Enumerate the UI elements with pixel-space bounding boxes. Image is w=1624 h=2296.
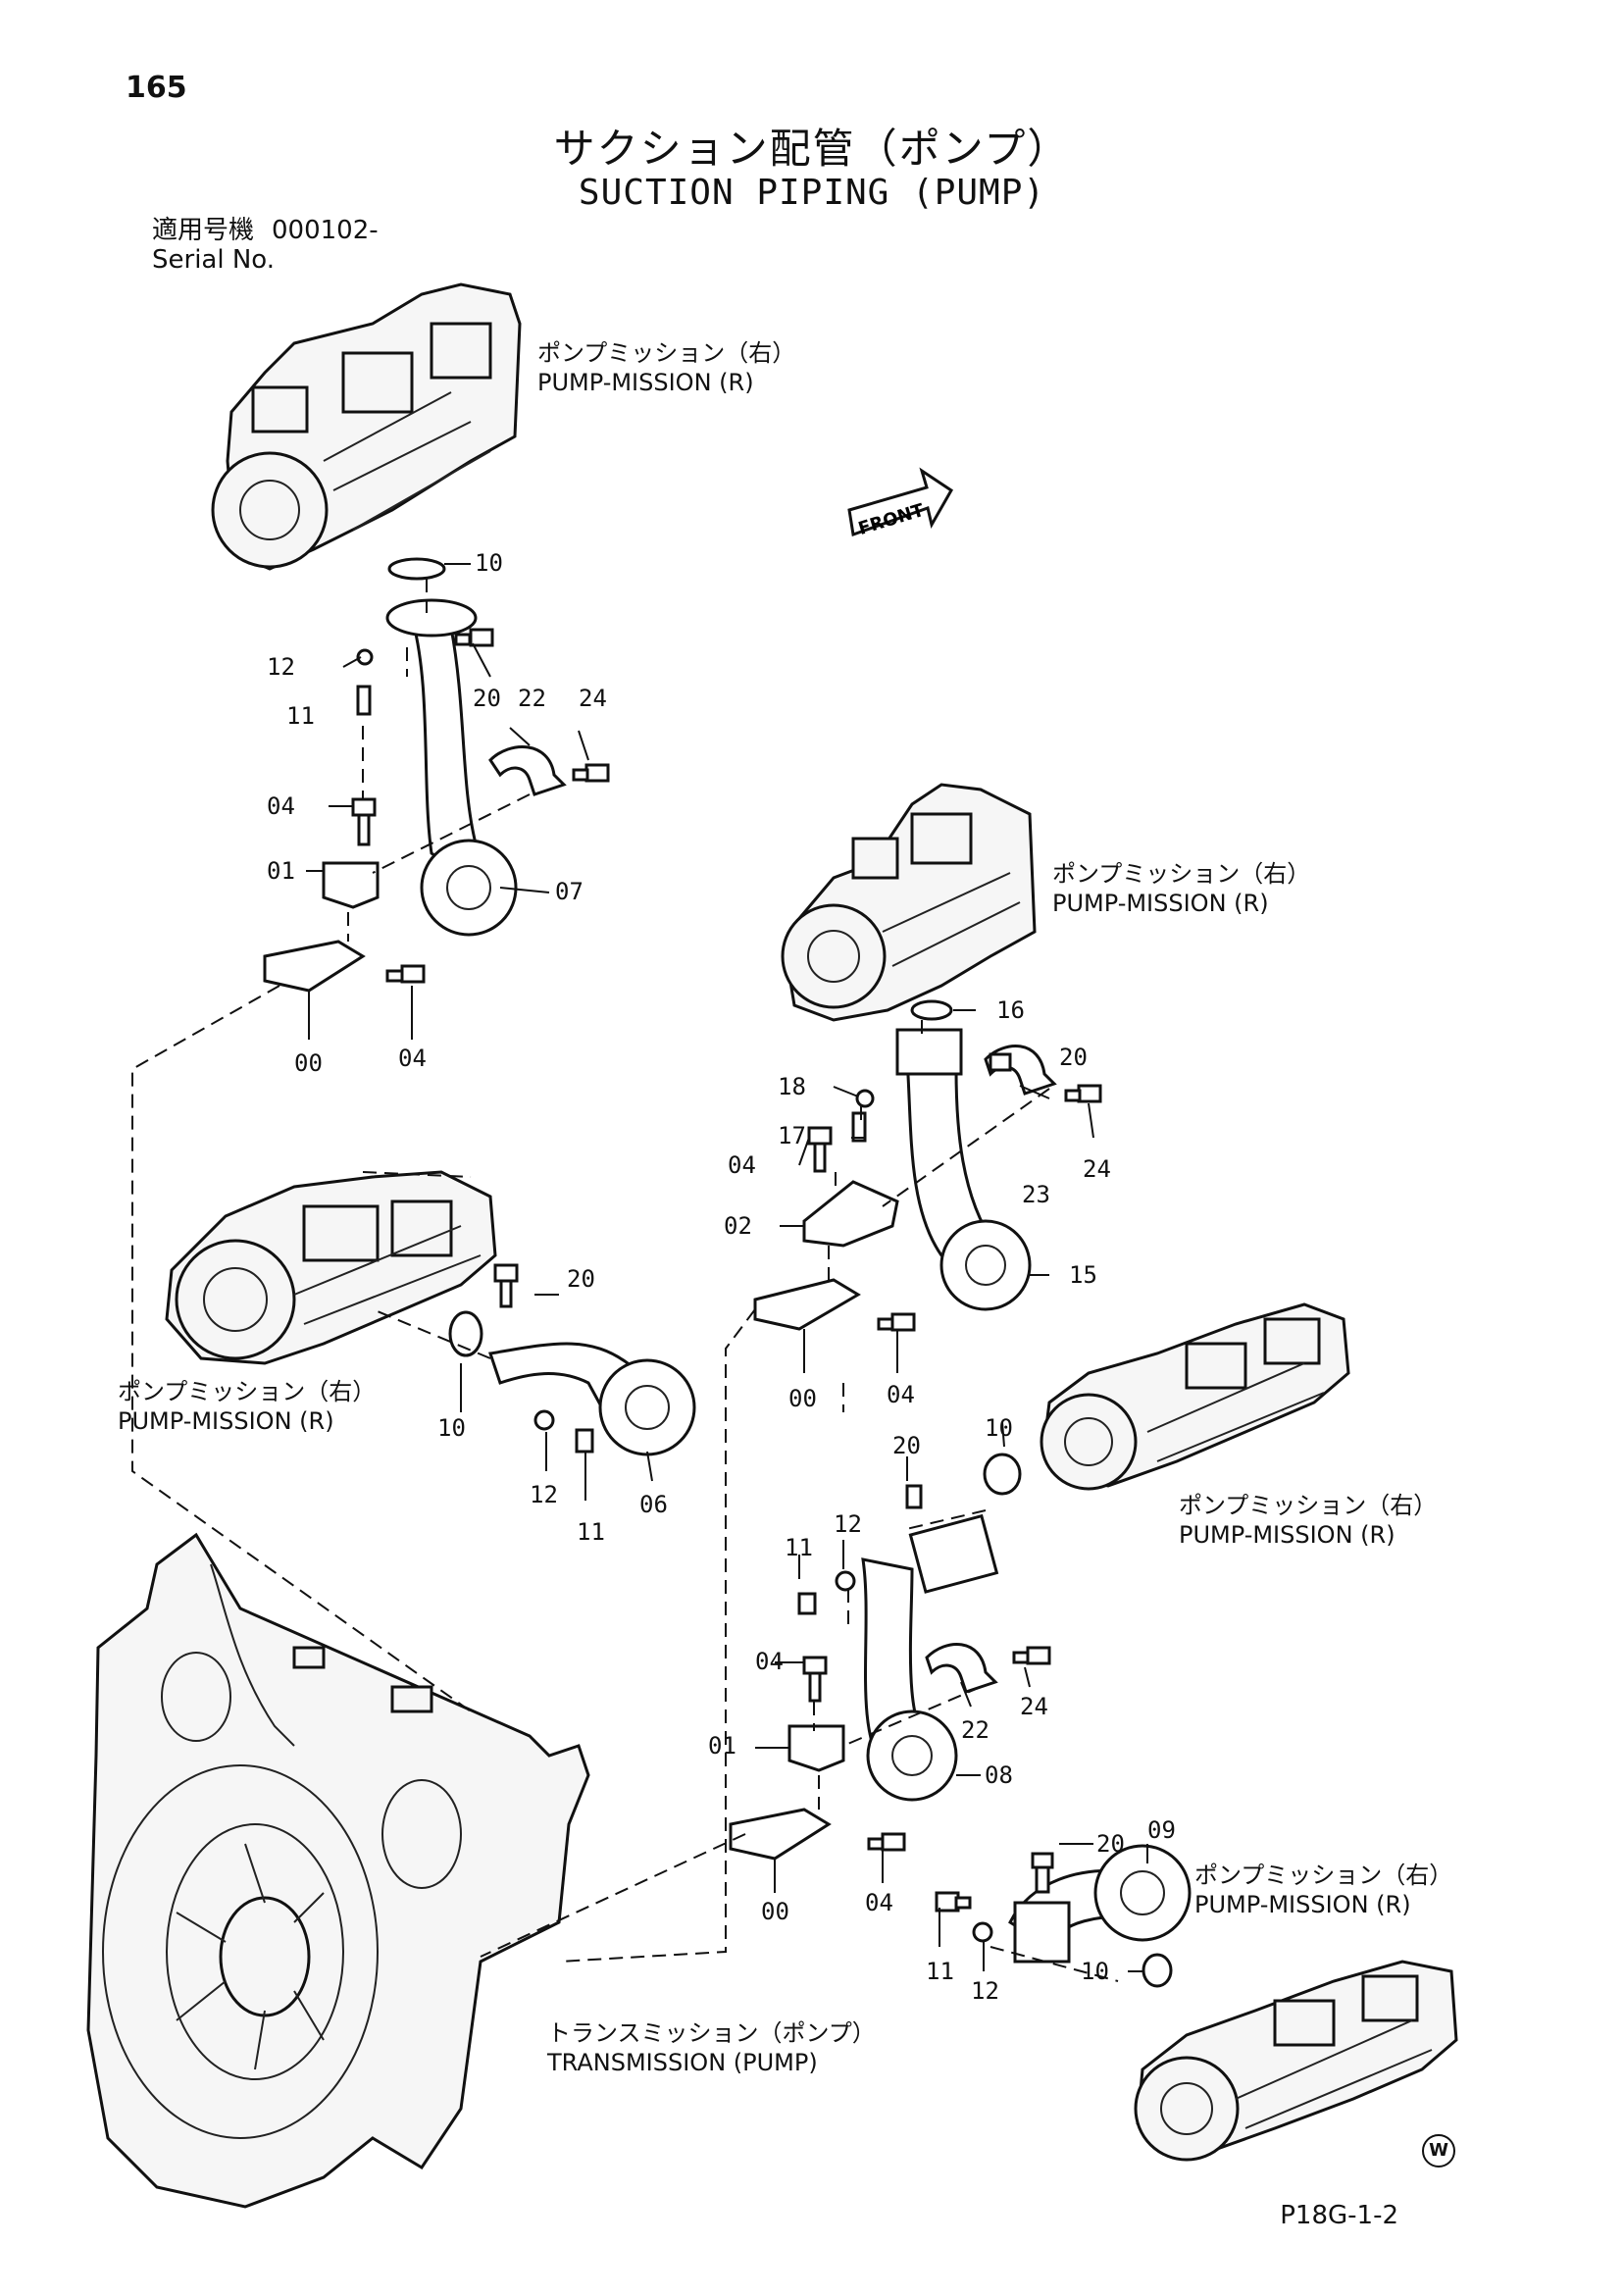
bracket-00: [729, 1808, 832, 1861]
part-number: 20: [473, 685, 501, 712]
part-number: 10: [475, 549, 503, 577]
suction-pipe-08: [861, 1513, 999, 1802]
pump-mission-illustration: [1040, 1302, 1350, 1491]
pump-mission-label: ポンプミッション（右） PUMP-MISSION (R): [1194, 1862, 1453, 1918]
part-number: 20: [567, 1265, 595, 1293]
part-number: 22: [961, 1716, 990, 1744]
pump-mission-label: ポンプミッション（右） PUMP-MISSION (R): [1179, 1492, 1438, 1549]
front-arrow: FRONT: [847, 467, 953, 539]
part-number: 23: [1022, 1181, 1050, 1208]
drawing-number: P18G-1-2: [1280, 2201, 1398, 2230]
part-number: 11: [926, 1958, 954, 1985]
part-number: 00: [761, 1898, 789, 1925]
pump-mission-illustration: [165, 1170, 497, 1365]
part-number: 16: [996, 996, 1025, 1024]
o-ring-icon: [356, 557, 1173, 1988]
part-number: 24: [1020, 1693, 1048, 1720]
part-number: 12: [267, 653, 295, 681]
part-number: 10: [1081, 1958, 1109, 1985]
part-number: 07: [555, 878, 584, 905]
watermark-mark: W: [1422, 2134, 1455, 2168]
bracket-01: [322, 861, 380, 909]
pump-mission-label: ポンプミッション（右） PUMP-MISSION (R): [118, 1378, 377, 1435]
part-number: 20: [1096, 1830, 1125, 1858]
serial-value: 000102-: [272, 216, 379, 245]
part-number: 06: [639, 1491, 668, 1518]
part-number: 12: [971, 1977, 999, 2005]
part-number: 09: [1147, 1816, 1176, 1844]
part-number: 15: [1069, 1261, 1097, 1289]
page-number: 165: [126, 71, 187, 105]
part-number: 20: [892, 1432, 921, 1459]
part-number: 04: [865, 1889, 893, 1916]
part-number: 17: [778, 1122, 806, 1149]
clamp-22: [488, 745, 567, 796]
suction-pipe-15: [895, 1028, 1032, 1311]
part-number: 04: [398, 1045, 427, 1072]
part-number: 18: [778, 1073, 806, 1100]
part-number: 04: [728, 1151, 756, 1179]
part-number: 24: [579, 685, 607, 712]
pump-mission-label: ポンプミッション（右） PUMP-MISSION (R): [1052, 860, 1311, 917]
transmission-illustration: [86, 1532, 590, 2209]
part-number: 22: [518, 685, 546, 712]
serial-label-english: Serial No.: [152, 245, 275, 275]
suction-pipe-07: [385, 598, 518, 937]
part-number: 01: [708, 1732, 736, 1760]
page-title-japanese: サクション配管（ポンプ）: [553, 125, 1071, 173]
part-number: 00: [294, 1049, 323, 1077]
pump-mission-label: ポンプミッション（右） PUMP-MISSION (R): [537, 339, 796, 396]
part-number: 04: [755, 1648, 784, 1675]
part-number: 12: [530, 1481, 558, 1508]
bolt-icon: [351, 628, 1102, 1913]
serial-label-japanese: 適用号機: [152, 216, 255, 245]
part-number: 11: [785, 1534, 813, 1561]
serial-block: 適用号機 000102- Serial No.: [152, 216, 379, 275]
part-number: 11: [577, 1518, 605, 1546]
part-number: 10: [437, 1414, 466, 1442]
bracket-00: [753, 1278, 861, 1331]
alignment-lines: [131, 579, 1119, 1982]
leader-lines: [306, 563, 1148, 1972]
part-number: 02: [724, 1212, 752, 1240]
page-title-english: SUCTION PIPING (PUMP): [578, 173, 1046, 213]
clamp-22: [925, 1643, 998, 1694]
bracket-02: [802, 1180, 899, 1248]
suction-pipe-06: [488, 1342, 696, 1456]
part-number: 11: [286, 702, 315, 730]
part-number: 12: [834, 1510, 862, 1538]
part-number: 24: [1083, 1155, 1111, 1183]
part-number: 20: [1059, 1044, 1088, 1071]
pump-mission-illustration: [1134, 1960, 1458, 2162]
part-number: 01: [267, 857, 295, 885]
part-number: 00: [788, 1385, 817, 1412]
bracket-00: [263, 940, 366, 993]
bracket-01: [787, 1724, 845, 1772]
part-number: 08: [985, 1761, 1013, 1789]
pump-mission-illustration: [211, 282, 522, 571]
part-number: 04: [887, 1381, 915, 1408]
transmission-label: トランスミッション（ポンプ） TRANSMISSION (PUMP): [547, 2019, 876, 2076]
part-number: 10: [985, 1414, 1013, 1442]
part-number: 04: [267, 792, 295, 820]
pump-mission-illustration: [781, 783, 1037, 1022]
